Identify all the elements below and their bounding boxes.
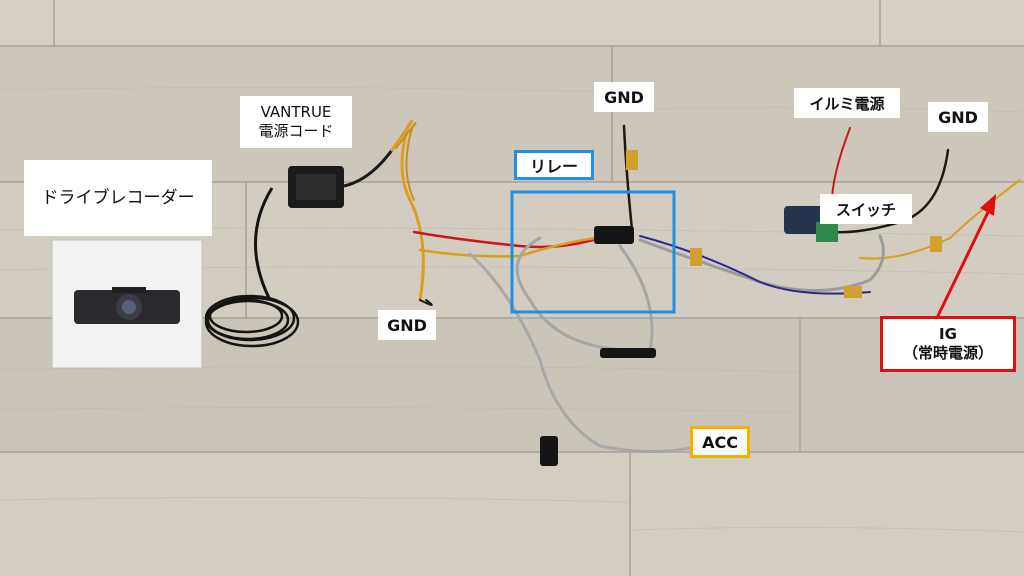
label-gnd-right-text: GND [938,107,978,127]
label-switch-text: スイッチ [835,200,896,219]
label-acc: ACC [690,426,750,458]
label-gnd-right: GND [928,102,988,132]
label-gnd-left-text: GND [387,315,427,335]
relay-highlight-box [510,190,676,314]
label-illumi-text: イルミ電源 [809,94,885,113]
dashcam-box [51,239,203,369]
label-ig: IG （常時電源） [880,316,1016,372]
coiled-cable [204,187,300,348]
label-gnd-top-text: GND [604,87,644,107]
label-ig-line1: IG [939,325,957,344]
label-power-cord-line2: 電源コード [258,122,334,140]
ig-arrow [934,194,996,321]
label-illumi: イルミ電源 [794,88,900,118]
label-gnd-top: GND [594,82,654,112]
label-ig-line2: （常時電源） [902,344,993,362]
label-relay: リレー [514,150,594,180]
label-dashcam: ドライブレコーダー [24,160,212,236]
power-cord-module [288,149,394,208]
label-relay-text: リレー [529,157,578,176]
label-power-cord: VANTRUE 電源コード [240,96,352,148]
label-power-cord-line1: VANTRUE [260,102,332,121]
relay-unit [540,150,942,466]
label-dashcam-text: ドライブレコーダー [41,187,195,208]
label-gnd-left: GND [378,310,436,340]
switch-unit [784,206,838,242]
label-switch: スイッチ [820,194,912,224]
label-acc-text: ACC [702,432,738,452]
